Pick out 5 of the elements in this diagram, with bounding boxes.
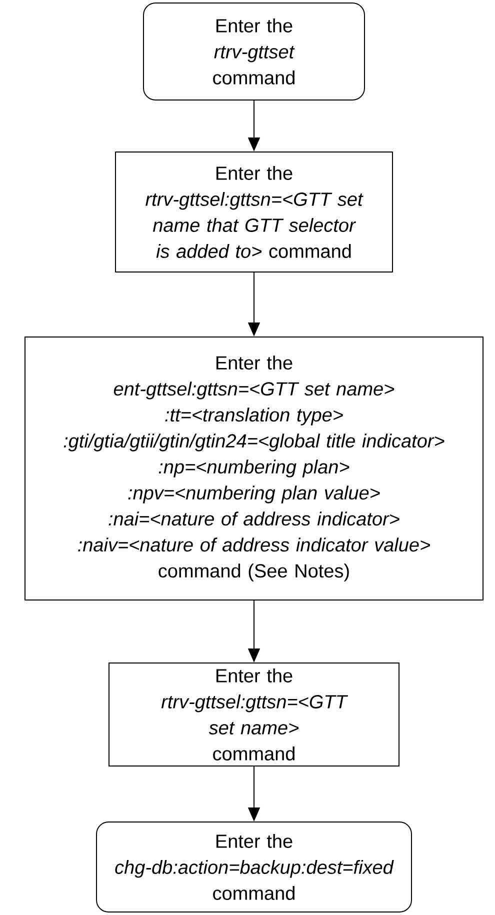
terminal-box: Enter the chg-db:action=backup:dest=fixed command bbox=[96, 822, 412, 912]
process-box: Enter the rtrv-gttsel:gttsn=<GTT set name> command bbox=[108, 662, 400, 766]
process-box: Enter the ent-gttsel:gttsn=<GTT set name> :tt=<translation type> :gti/gtia/gtii/gtin/gtin24=<global title indicator> :np=<numbering plan> :npv=<numbering plan value> :nai=<nature of address indicator> :naiv=<nature of address indicator value> command (See Notes) bbox=[24, 336, 484, 600]
process-box: Enter the rtrv-gttsel:gttsn=<GTT set name that GTT selector is added to> command bbox=[115, 152, 393, 272]
terminal-box: Enter the rtrv-gttset command bbox=[143, 2, 365, 100]
